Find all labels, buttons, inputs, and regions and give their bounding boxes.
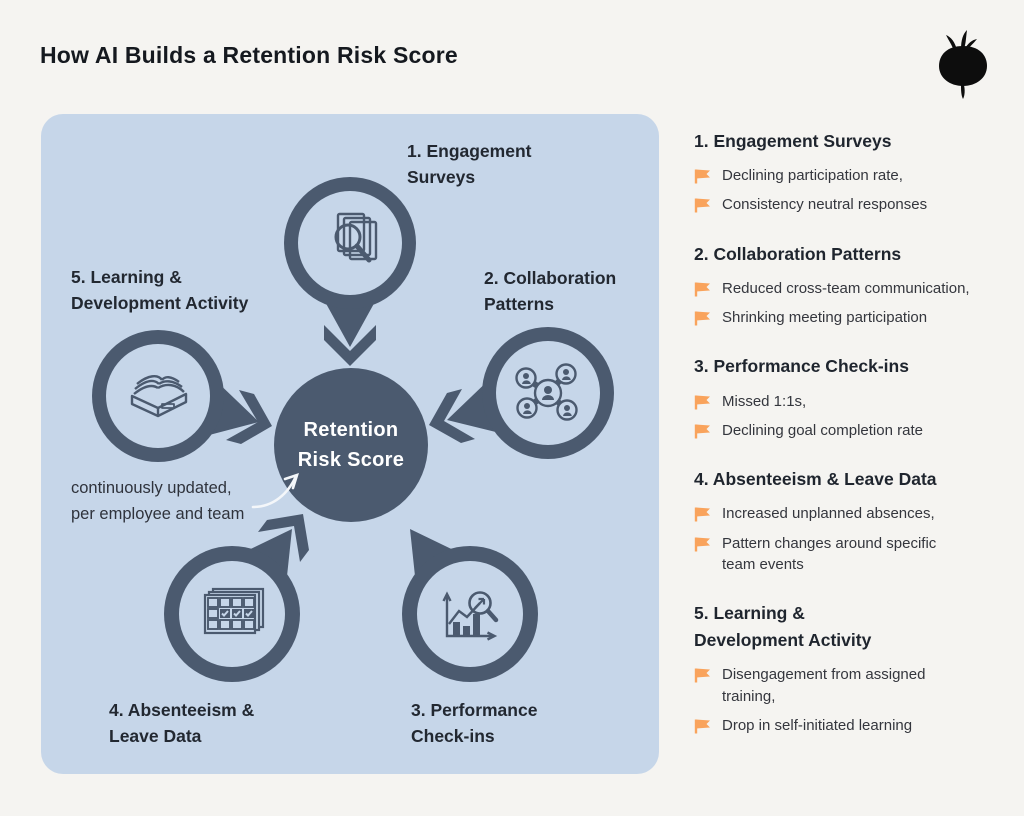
list-item: Shrinking meeting participation (694, 307, 996, 328)
people-network-icon (429, 327, 614, 459)
section-performance-checkins: 3. Performance Check-ins Missed 1:1s, De… (694, 353, 996, 441)
item-text: Drop in self-initiated learning (722, 717, 913, 735)
flag-icon (694, 719, 710, 734)
open-book-icon (92, 330, 272, 462)
page-title: How AI Builds a Retention Risk Score (40, 42, 458, 68)
list-item: Drop in self-initiated learning (694, 715, 996, 736)
list-item: Reduced cross-team communication, (694, 278, 996, 299)
annotation-text: continuously updated, per employee and t… (71, 479, 245, 524)
calendar-checks-icon (164, 514, 309, 682)
section-collaboration-patterns: 2. Collaboration Patterns Reduced cross-… (694, 241, 996, 329)
list-item: Pattern changes around specific team eve… (694, 533, 970, 576)
flag-icon (694, 668, 710, 683)
node-label-learning-development: 5. Learning &Development Activity (71, 267, 249, 314)
section-heading: 4. Absenteeism & Leave Data (694, 469, 937, 490)
item-text: Declining participation rate, (722, 167, 903, 185)
chart-magnifier-icon (402, 529, 538, 682)
section-engagement-surveys: 1. Engagement Surveys Declining particip… (694, 128, 996, 216)
flag-icon (694, 507, 710, 522)
flag-icon (694, 282, 710, 297)
list-item: Consistency neutral responses (694, 194, 996, 215)
survey-magnifier-icon (284, 177, 416, 366)
retention-score-circle (274, 368, 428, 522)
item-text: Consistency neutral responses (722, 196, 928, 214)
beetroot-logo-icon (933, 28, 993, 100)
diagram-canvas (92, 177, 614, 682)
list-item: Increased unplanned absences, (694, 503, 996, 524)
flag-icon (694, 311, 710, 326)
section-heading: 3. Performance Check-ins (694, 356, 909, 377)
flag-icon (694, 424, 710, 439)
annotation-arrow-icon (251, 472, 299, 509)
section-heading: 5. Learning & (694, 603, 805, 624)
signal-details-column: 1. Engagement Surveys Declining particip… (694, 128, 996, 761)
item-text: Pattern changes around specific team eve… (722, 534, 937, 573)
flag-icon (694, 537, 710, 552)
item-text: Increased unplanned absences, (722, 505, 935, 523)
node-label-absenteeism-leave: 4. Absenteeism &Leave Data (109, 700, 255, 747)
section-learning-development: 5. Learning & Development Activity Disen… (694, 600, 996, 736)
section-heading: 2. Collaboration Patterns (694, 243, 902, 264)
section-heading: 1. Engagement Surveys (694, 131, 892, 151)
item-text: Missed 1:1s, (722, 392, 807, 410)
item-text: Reduced cross-team communication, (722, 279, 970, 297)
flag-icon (694, 169, 710, 184)
list-item: Missed 1:1s, (694, 391, 996, 412)
item-text: Disengagement from assigned training, (722, 666, 926, 705)
item-text: Shrinking meeting participation (722, 309, 928, 327)
flag-icon (694, 198, 710, 213)
list-item: Declining goal completion rate (694, 420, 996, 441)
section-heading-line2: Development Activity (694, 630, 872, 651)
item-text: Declining goal completion rate (722, 421, 923, 439)
list-item: Declining participation rate, (694, 165, 996, 186)
retention-risk-score-label: Retention Risk Score (297, 419, 405, 471)
section-absenteeism-leave: 4. Absenteeism & Leave Data Increased un… (694, 466, 996, 575)
list-item: Disengagement from assigned training, (694, 664, 964, 707)
flag-icon (694, 395, 710, 410)
